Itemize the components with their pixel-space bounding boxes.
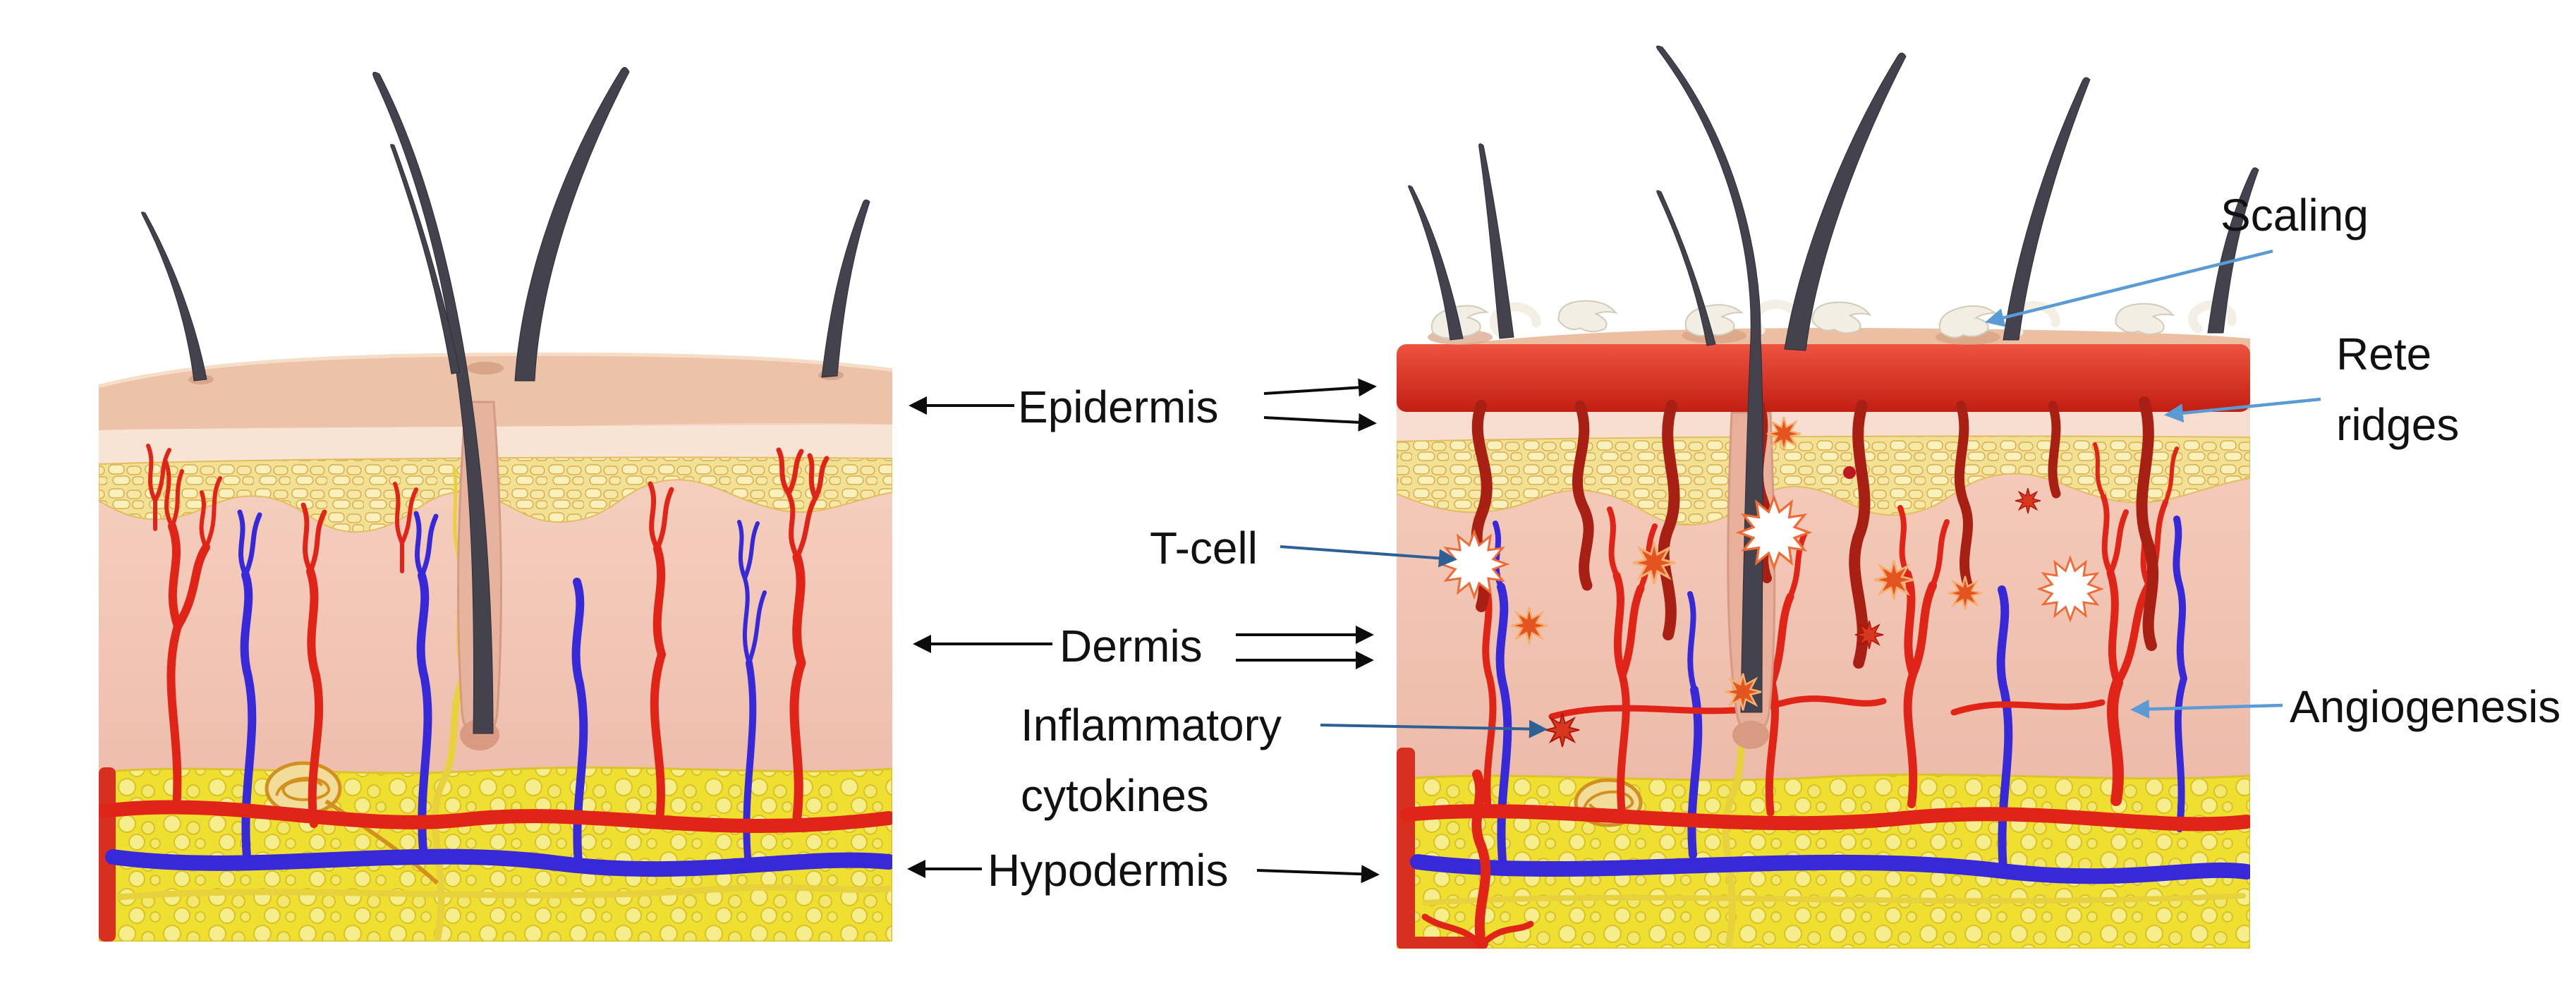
rete-ridges-line1: Rete [2336, 329, 2432, 379]
arteries [99, 444, 892, 833]
cut-edge-vessel [1397, 748, 1415, 949]
inflammatory-cytokines-line2: cytokines [1021, 770, 1209, 821]
rete-ridges-line2: ridges [2336, 399, 2460, 450]
inflammatory-cytokines-label: Inflammatory cytokines [1021, 690, 1282, 831]
inflamed-epidermis-band [1397, 344, 2250, 412]
angiogenesis-label: Angiogenesis [2290, 681, 2561, 732]
cut-edge-vessel-bottom [1397, 937, 1488, 949]
skin-block [1397, 45, 2259, 949]
basal-cell-layer [1397, 435, 2250, 526]
epidermis-surface [99, 352, 892, 430]
scaling-label: Scaling [2220, 190, 2369, 241]
dermis-label: Dermis [1059, 621, 1203, 671]
epidermis-arrow-right-2 [1263, 413, 1377, 432]
skin-block [99, 67, 892, 942]
epidermis-arrow-right-1 [1263, 378, 1377, 397]
hypodermis-label: Hypodermis [988, 845, 1229, 896]
hairs [141, 67, 870, 734]
epidermis-label: Epidermis [1018, 382, 1219, 432]
veins [105, 509, 892, 877]
surface-highlight [99, 352, 892, 388]
hypodermis-arrow-right [1256, 865, 1380, 884]
t-cell-label: T-cell [1150, 523, 1258, 573]
normal-skin-panel [99, 67, 892, 942]
psoriatic-skin-panel [1397, 45, 2259, 949]
arteries-angiogenesis [1400, 442, 2250, 949]
inflammatory-cytokines-line1: Inflammatory [1021, 700, 1282, 750]
rete-ridges-label: Rete ridges [2336, 319, 2459, 460]
